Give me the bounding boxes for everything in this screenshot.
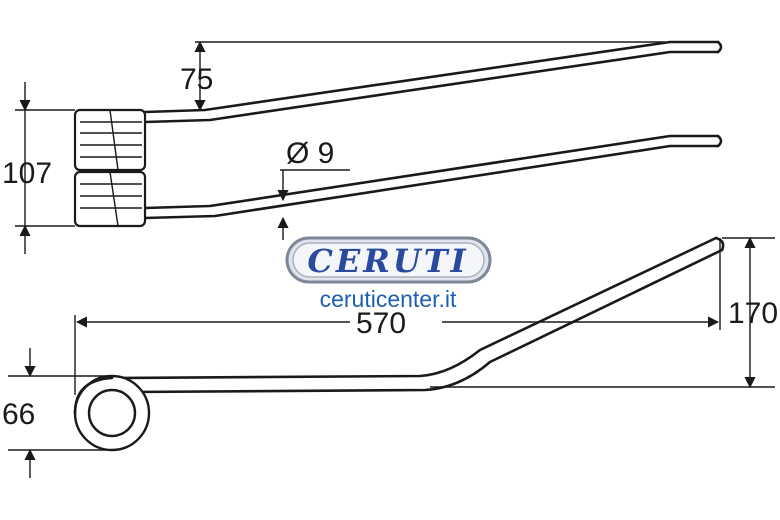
- side-tine-tip: [714, 236, 725, 252]
- lower-tine-tip: [716, 134, 723, 148]
- upper-tine-edge-top: [143, 40, 720, 114]
- ceruti-logo: CERUTI: [285, 236, 492, 284]
- lower-coil: [73, 170, 147, 228]
- upper-tine-edge-bottom: [143, 50, 720, 124]
- website-text: ceruticenter.it: [320, 286, 457, 312]
- side-tine-edge-bottom: [128, 248, 724, 394]
- top-view: [15, 40, 723, 254]
- lower-tine-edge-bottom: [143, 144, 720, 220]
- label-wire-diameter: Ø 9: [286, 137, 334, 170]
- side-view: [8, 236, 775, 478]
- upper-coil: [73, 108, 147, 172]
- side-coil: [73, 374, 151, 452]
- upper-tine-tip: [716, 40, 723, 54]
- lower-tine-edge-top: [143, 134, 720, 210]
- label-length-570: 570: [356, 307, 406, 340]
- label-height-107: 107: [2, 157, 52, 190]
- label-coil-66: 66: [2, 398, 35, 431]
- label-offset-75: 75: [180, 63, 213, 96]
- side-tine-edge-top: [110, 236, 718, 380]
- logo-brand-text: CERUTI: [307, 242, 468, 280]
- label-rise-170: 170: [728, 297, 778, 330]
